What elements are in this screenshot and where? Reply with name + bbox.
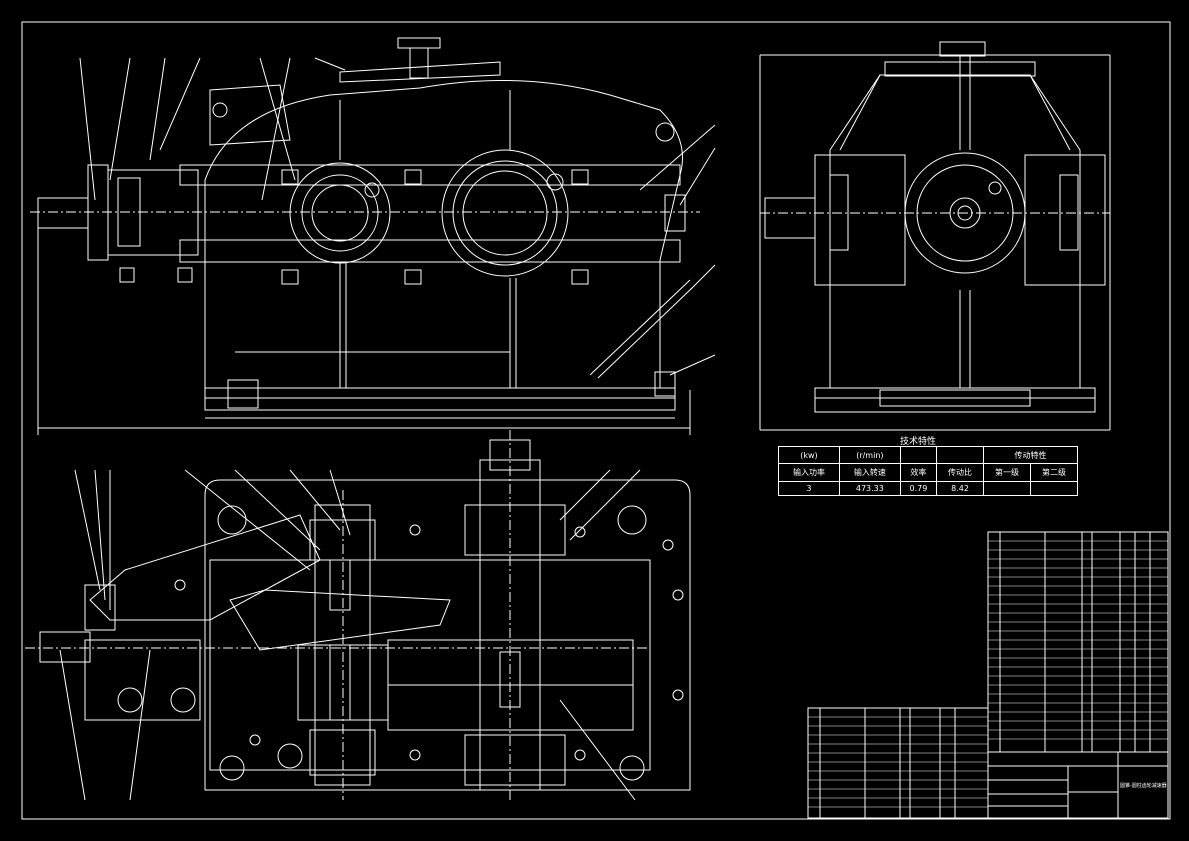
stage-1-value [983, 480, 1031, 497]
ratio-value: 8.42 [936, 480, 985, 497]
front-view [30, 37, 716, 435]
sheet-border [21, 21, 1171, 820]
blank-unit-1 [899, 445, 938, 465]
parts-list-rows [808, 540, 1168, 808]
input-power-header: 输入功率 [778, 463, 840, 482]
tech-characteristics-table: (kw) (r/min) 传动特性 输入功率 输入转速 效率 传动比 第一级 第… [778, 445, 1078, 497]
plan-section-view [25, 430, 691, 801]
side-view [759, 41, 1111, 431]
transmission-header: 传动特性 [983, 445, 1078, 465]
efficiency-value: 0.79 [899, 480, 938, 497]
stage-2-value [1030, 480, 1078, 497]
blank-unit-2 [936, 445, 985, 465]
power-unit: (kw) [778, 445, 840, 465]
tech-characteristics-title: 技术特性 [900, 437, 937, 447]
ratio-header: 传动比 [936, 463, 985, 482]
input-speed-value: 473.33 [838, 480, 901, 497]
stage-2-header: 第二级 [1030, 463, 1078, 482]
stage-1-header: 第一级 [983, 463, 1031, 482]
input-power-value: 3 [778, 480, 840, 497]
input-speed-header: 输入转速 [838, 463, 901, 482]
speed-unit: (r/min) [838, 445, 901, 465]
efficiency-header: 效率 [899, 463, 938, 482]
drawing-name: 圆锥-圆柱齿轮减速器 [1120, 783, 1167, 789]
title-block [987, 751, 1169, 819]
